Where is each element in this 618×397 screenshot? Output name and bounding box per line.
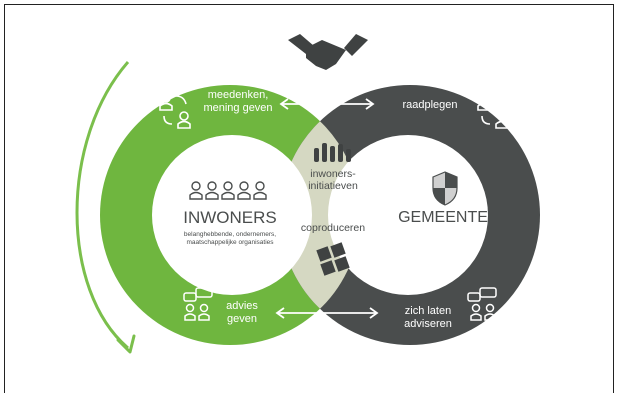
inwoners-title: INWONERS [183, 208, 277, 227]
flow-label-raadplegen: raadplegen [402, 99, 457, 111]
shield-icon [432, 171, 458, 206]
top-flow-arrow [279, 98, 375, 110]
advice-people-icon [467, 287, 497, 321]
people-exchange-icon [477, 93, 509, 129]
flow-label-zich-laten: zich laten [405, 305, 451, 317]
puzzle-icon [316, 242, 350, 276]
flow-label-advies: advies [226, 300, 258, 312]
overlap-label-coproduceren: coproduceren [301, 222, 365, 234]
cycle-arrow-head [116, 334, 136, 354]
bottom-flow-arrow [275, 307, 379, 319]
raised-hands-icon [314, 143, 351, 162]
flow-label-geven: geven [227, 313, 257, 325]
flow-label-meedenken-2: mening geven [203, 102, 272, 114]
flow-label-adviseren: adviseren [404, 318, 452, 330]
inwoners-subtitle-2: maatschappelijke organisaties [186, 239, 274, 246]
cycle-arrow [75, 61, 130, 350]
advice-people-icon [183, 287, 213, 321]
group-people-icon [189, 181, 267, 200]
overlap-label-inwoners: inwoners- [310, 168, 356, 180]
people-exchange-icon [159, 93, 191, 129]
handshake-icon [288, 34, 368, 70]
gemeente-title: GEMEENTE [398, 209, 488, 226]
inwoners-inner [152, 135, 312, 295]
inwoners-subtitle-1: belanghebbende, ondernemers, [184, 231, 276, 238]
overlap-label-initiatieven: initiatieven [308, 180, 358, 192]
flow-label-meedenken-1: meedenken, [208, 89, 269, 101]
